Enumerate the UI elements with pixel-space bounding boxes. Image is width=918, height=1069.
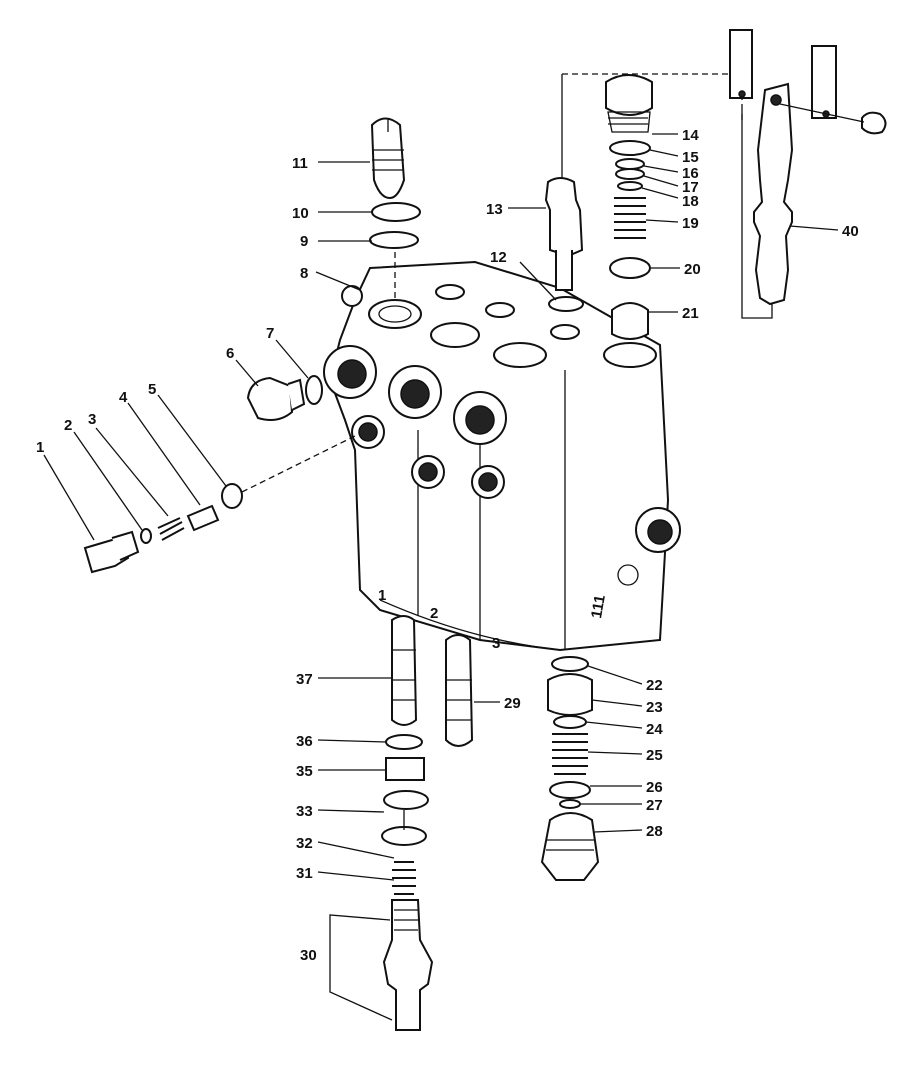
part-label-33: 33 — [296, 803, 313, 820]
part-label-12: 12 — [490, 249, 507, 266]
part-label-20: 20 — [684, 261, 701, 278]
part-label-30: 30 — [300, 947, 317, 964]
part-label-4: 4 — [119, 389, 128, 406]
part-label-35: 35 — [296, 763, 313, 780]
part-label-15: 15 — [682, 149, 699, 166]
part-label-6: 6 — [226, 345, 234, 362]
part-label-16: 16 — [682, 165, 699, 182]
body-mark-mid: 2 — [430, 605, 438, 622]
part-label-18: 18 — [682, 193, 699, 210]
part-label-22: 22 — [646, 677, 663, 694]
relief-stack-assembly — [605, 74, 653, 340]
part-label-2: 2 — [64, 417, 72, 434]
part-label-21: 21 — [682, 305, 699, 322]
part-label-40: 40 — [842, 223, 859, 240]
body-mark-right: 3 — [492, 635, 500, 652]
part-label-1: 1 — [36, 439, 44, 456]
part-label-37: 37 — [296, 671, 313, 688]
part-label-9: 9 — [300, 233, 308, 250]
part-label-3: 3 — [88, 411, 96, 428]
part-label-25: 25 — [646, 747, 663, 764]
part-label-8: 8 — [300, 265, 308, 282]
spool-29 — [445, 634, 474, 747]
part-label-13: 13 — [486, 201, 503, 218]
body-mark-side: 111 — [588, 594, 609, 620]
top-left-cap-assembly — [369, 117, 421, 300]
bottom-spool-assembly — [381, 615, 434, 1031]
leader-lines — [43, 133, 839, 1021]
part-label-5: 5 — [148, 381, 156, 398]
part-label-31: 31 — [296, 865, 313, 882]
lever-linkage-assembly — [729, 29, 887, 319]
part-label-29: 29 — [504, 695, 521, 712]
part-label-24: 24 — [646, 721, 663, 738]
part-label-36: 36 — [296, 733, 313, 750]
part-labels: 1 2 3 4 5 6 7 8 9 10 11 12 13 14 15 16 1… — [36, 127, 859, 964]
bottom-right-assembly — [540, 656, 600, 881]
part-label-10: 10 — [292, 205, 309, 222]
part-label-14: 14 — [682, 127, 699, 144]
part-label-11: 11 — [292, 155, 308, 172]
part-label-17: 17 — [682, 179, 699, 196]
part-label-19: 19 — [682, 215, 699, 232]
part-label-28: 28 — [646, 823, 663, 840]
part-label-26: 26 — [646, 779, 663, 796]
center-spool-assembly — [544, 73, 743, 312]
part-label-27: 27 — [646, 797, 663, 814]
part-label-7: 7 — [266, 325, 274, 342]
valve-body: 1 2 3 111 — [323, 260, 681, 652]
part-label-23: 23 — [646, 699, 663, 716]
port-plug-assembly — [246, 375, 323, 421]
part-label-32: 32 — [296, 835, 313, 852]
relief-plug-assembly — [83, 435, 356, 574]
body-mark-left: 1 — [378, 587, 386, 604]
